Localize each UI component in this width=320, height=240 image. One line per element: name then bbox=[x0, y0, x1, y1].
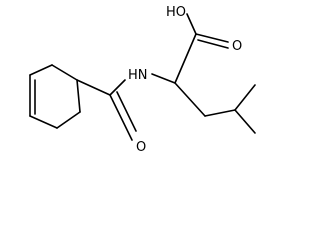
amide-linkage bbox=[76, 73, 176, 141]
carboxyl-double-bond-a bbox=[195, 33, 229, 43]
isobutyl-side-chain bbox=[174, 82, 256, 134]
amide-carbonyl-bond-b bbox=[116, 91, 137, 132]
ch-to-methyl-down-bond bbox=[234, 109, 256, 134]
ring-bond-4 bbox=[56, 111, 81, 129]
amide-nitrogen-label: HN bbox=[128, 68, 148, 83]
alpha-to-carboxyl-bond bbox=[174, 33, 197, 84]
ch-to-methyl-up-bond bbox=[234, 84, 256, 111]
carbonyl-to-nitrogen-bond bbox=[109, 79, 126, 96]
ring-bond-1 bbox=[29, 64, 53, 76]
amide-oxygen-label: O bbox=[136, 140, 146, 155]
carboxylic-acid-group bbox=[174, 13, 229, 84]
ch2-to-ch-bond bbox=[204, 109, 236, 117]
cyclohexene-ring bbox=[29, 64, 81, 129]
nitrogen-to-alpha-carbon-bond bbox=[151, 73, 176, 84]
amide-carbonyl-bond-a bbox=[109, 94, 133, 141]
ring-to-carbonyl-bond bbox=[76, 79, 111, 96]
ring-bond-3 bbox=[76, 79, 81, 113]
carboxyl-oxygen-label: O bbox=[232, 39, 242, 54]
carboxyl-double-bond-b bbox=[197, 39, 229, 49]
ring-bond-2 bbox=[51, 64, 78, 81]
hydroxyl-label: HO bbox=[166, 5, 186, 20]
ring-bond-5 bbox=[29, 115, 58, 129]
alpha-to-ch2-bond bbox=[174, 82, 206, 117]
carboxyl-to-hydroxyl-bond bbox=[186, 13, 197, 35]
chemical-structure-diagram: HO O HN O bbox=[29, 5, 256, 155]
